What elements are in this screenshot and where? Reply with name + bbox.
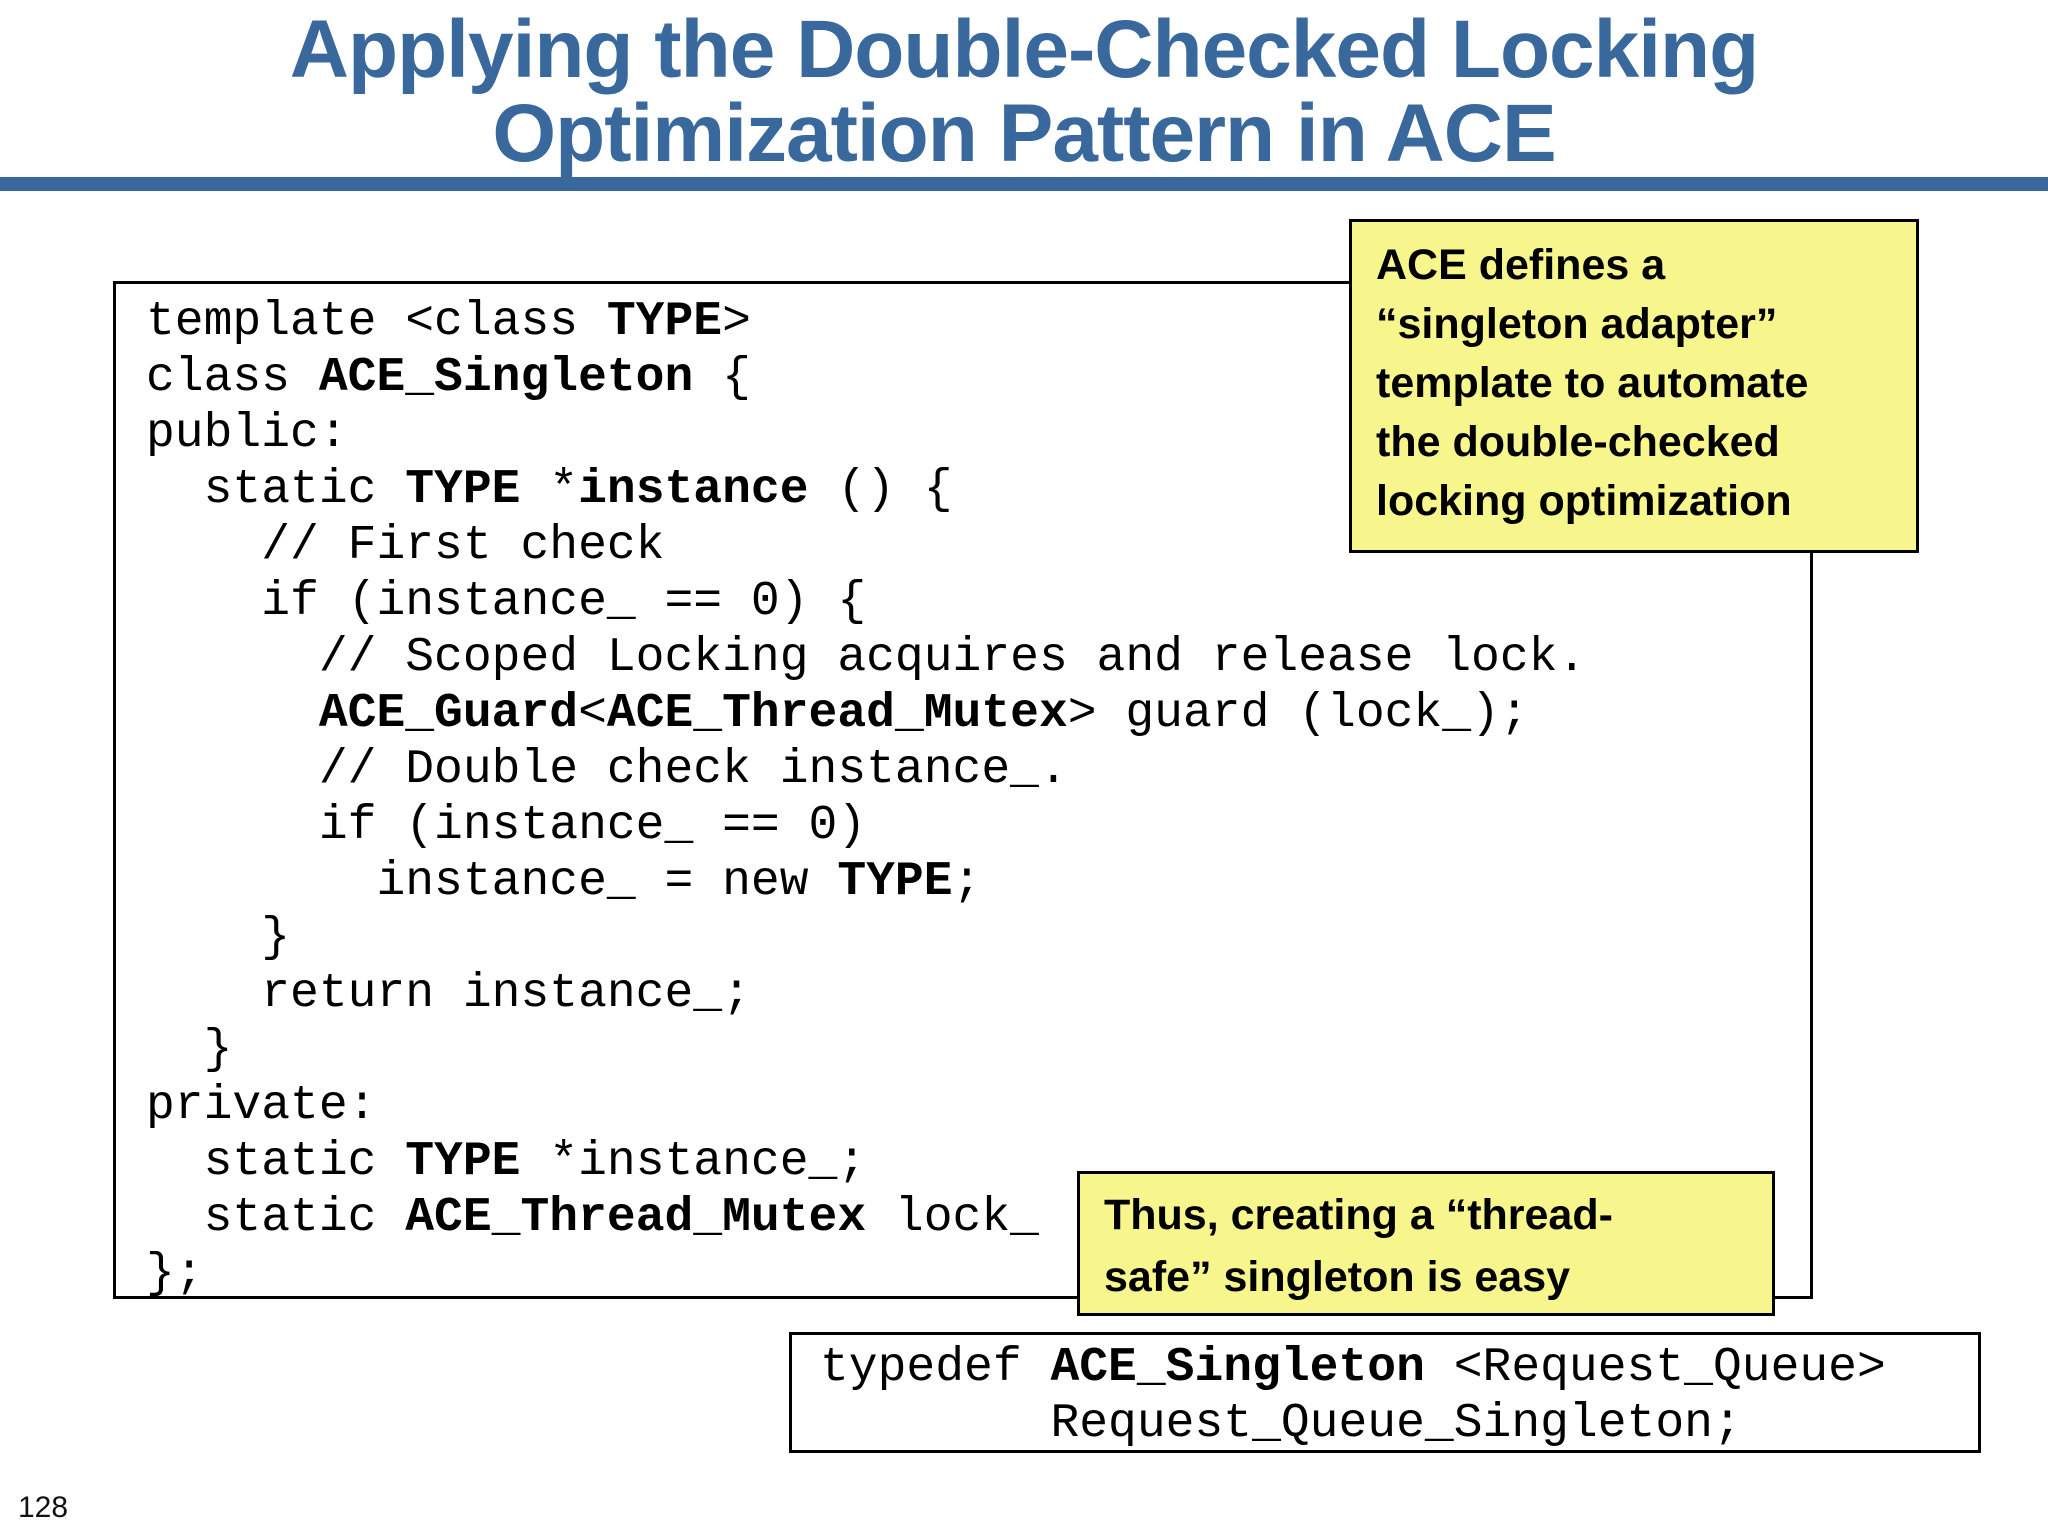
code-line: if (instance_ == 0) [146,799,867,853]
typedef-code-box: typedef ACE_Singleton <Request_Queue> Re… [789,1332,1981,1453]
slide-title: Applying the Double-Checked Locking Opti… [0,8,2048,176]
code-line: typedef ACE_Singleton <Request_Queue> [820,1341,1886,1395]
code-line: private: [146,1079,377,1133]
title-underline-rule [0,177,2048,191]
code-line: } [146,911,291,965]
code-line: // Scoped Locking acquires and release l… [146,631,1587,685]
code-line: static TYPE *instance () { [146,463,953,517]
slide-title-line2: Optimization Pattern in ACE [492,88,1556,179]
callout-text-line: Thus, creating a “thread- [1104,1191,1613,1239]
code-line: return instance_; [146,967,751,1021]
slide-title-line1: Applying the Double-Checked Locking [289,4,1759,95]
code-line: static TYPE *instance_; [146,1135,867,1189]
code-line: if (instance_ == 0) { [146,575,867,629]
code-line: class ACE_Singleton { [146,351,751,405]
callout-text-line: ACE defines a [1376,241,1666,289]
callout-text-line: template to automate [1376,359,1809,407]
callout-text-line: locking optimization [1376,477,1792,525]
code-line: // First check [146,519,665,573]
code-line: template <class TYPE> [146,295,751,349]
code-line: // Double check instance_. [146,743,1068,797]
code-line: }; [146,1247,204,1301]
code-line: instance_ = new TYPE; [146,855,982,909]
callout-text-line: “singleton adapter” [1376,300,1778,348]
callout-thread-safe: Thus, creating a “thread-safe” singleton… [1077,1171,1775,1316]
callout-text-line: the double-checked [1376,418,1780,466]
code-line: static ACE_Thread_Mutex lock_ [146,1191,1039,1245]
code-line: public: [146,407,348,461]
code-line: } [146,1023,233,1077]
code-line: ACE_Guard<ACE_Thread_Mutex> guard (lock_… [318,687,1529,741]
callout-singleton-adapter: ACE defines a “singleton adapter” template… [1349,219,1919,553]
page-number: 128 [18,1491,69,1524]
code-line: Request_Queue_Singleton; [820,1397,1742,1451]
callout-text-line: safe” singleton is easy [1104,1253,1571,1301]
